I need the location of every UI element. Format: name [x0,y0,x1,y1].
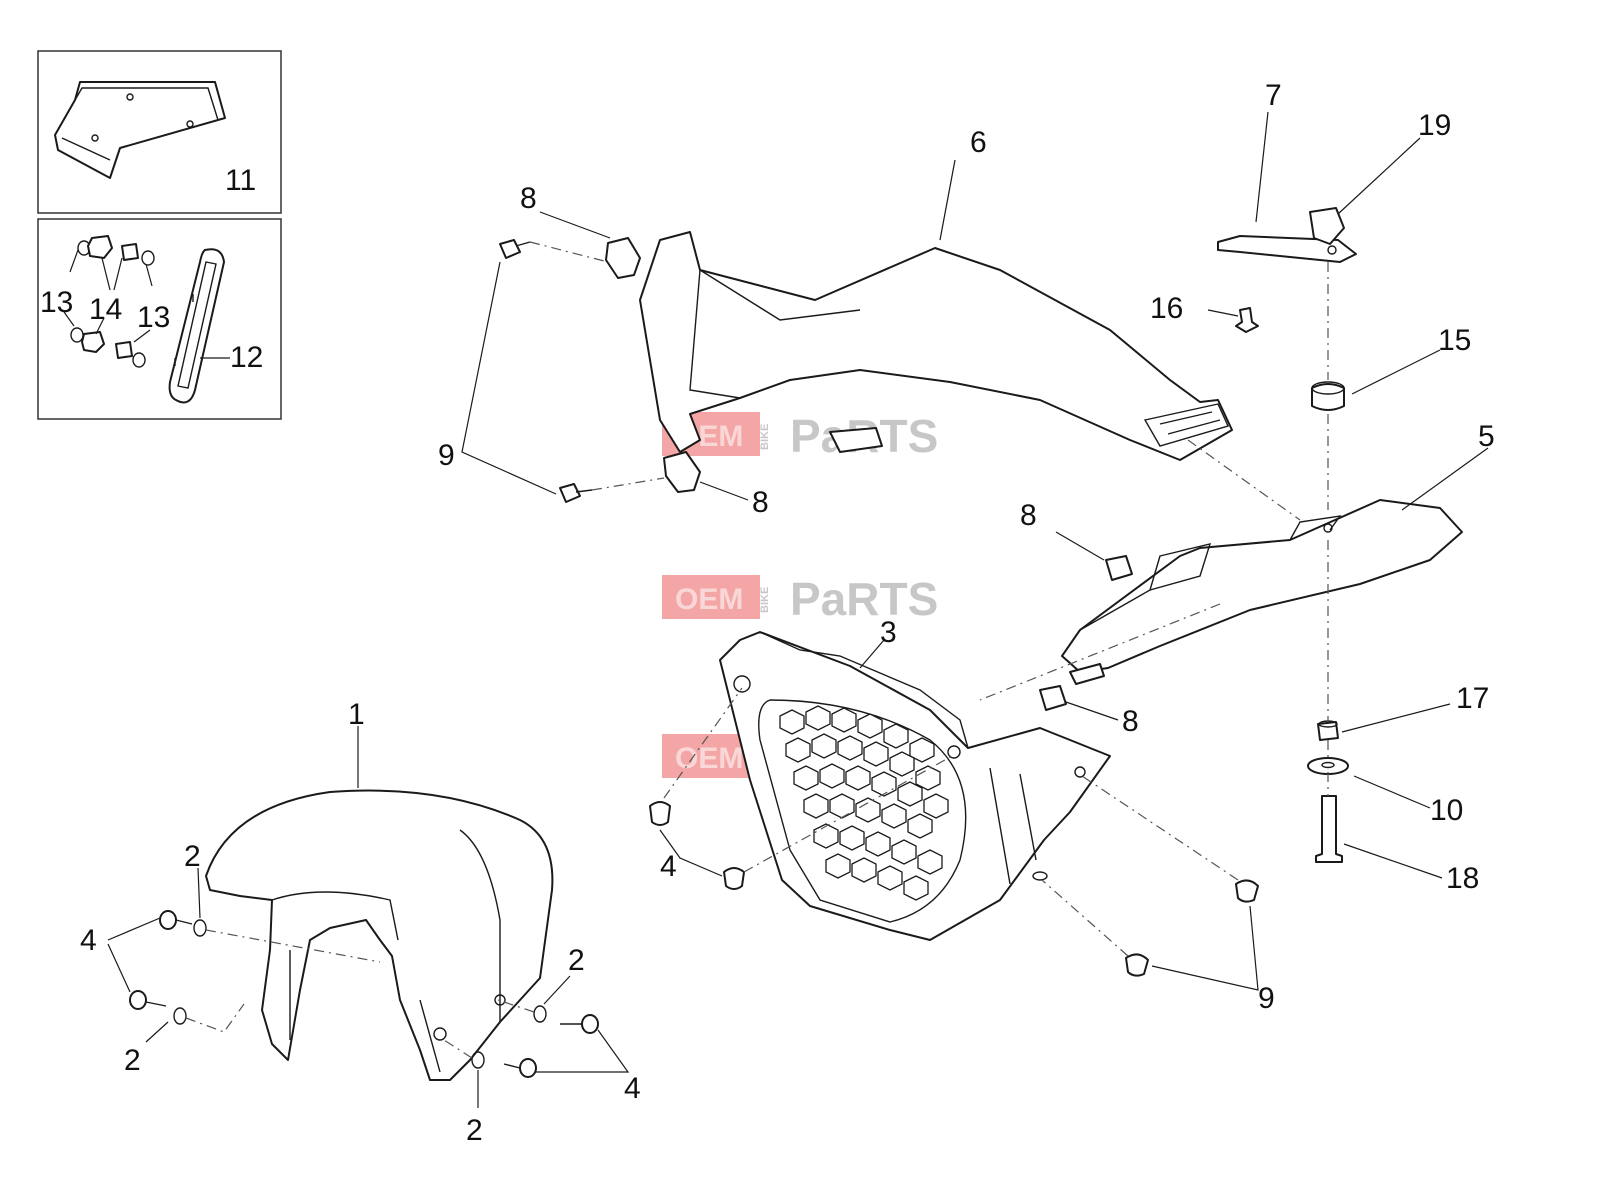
inset-box-part-11: 11 [37,50,282,214]
callout-4-right: 4 [624,1072,641,1105]
callout-8-c: 8 [1020,499,1037,532]
callout-6: 6 [970,126,987,159]
part-7-bracket: 7 [1217,79,1357,263]
screw-4-mudguard-left-lower [129,990,245,1033]
callout-8-d: 8 [1122,705,1139,738]
callout-19: 19 [1418,109,1451,142]
callout-11: 11 [225,164,256,197]
watermark: OEM BIKE PaRTS [662,410,938,462]
svg-text:BIKE: BIKE [759,587,771,613]
screw-9-grille-lower [1041,879,1149,977]
callout-9-b: 9 [1258,982,1275,1015]
screw-9-upper [499,239,609,263]
screw-4-grille-upper [649,687,743,826]
callout-13-left: 13 [40,286,73,319]
part-15-spacer: 15 [1311,324,1471,411]
callout-12: 12 [230,341,263,374]
svg-text:PaRTS: PaRTS [790,573,938,625]
clip-nut-8-right-upper: 8 [1020,499,1133,581]
part-3-front-grille: 3 [719,616,1111,941]
part-1-front-mudguard: 1 [205,698,554,1081]
part-10-washer: 10 [1307,757,1463,827]
callout-4-grille: 4 [660,850,677,883]
clip-nut-8-upper: 8 [520,182,641,279]
callout-7: 7 [1265,79,1282,112]
screw-4-mudguard-left-upper [159,910,381,963]
part-17-bushing: 17 [1317,682,1489,741]
callout-10: 10 [1430,794,1463,827]
callout-16: 16 [1150,292,1183,325]
svg-text:OEM: OEM [675,583,743,616]
svg-text:BIKE: BIKE [759,424,771,450]
screw-9-grille-right [1081,775,1259,903]
callout-1: 1 [348,698,365,731]
inset-box-parts-12-14: 13 14 13 12 [37,218,282,420]
callout-5: 5 [1478,420,1495,453]
callout-2-b: 2 [124,1044,141,1077]
svg-text:OEM: OEM [675,742,743,775]
callout-15: 15 [1438,324,1471,357]
clip-nut-8-right-lower: 8 [1039,663,1139,738]
callout-2-a: 2 [184,840,201,873]
screw-4-grille-lower [723,755,953,890]
part-16-pin: 16 [1150,292,1259,333]
watermark: OEM BIKE PaRTS [662,573,938,625]
callout-17: 17 [1456,682,1489,715]
callout-2-d: 2 [466,1114,483,1147]
callout-18: 18 [1446,862,1479,895]
grille-honeycomb [779,705,949,901]
callout-3: 3 [880,616,897,649]
screw-4-mudguard-right-upper [497,999,599,1034]
callout-13-right: 13 [137,301,170,334]
part-19-clip-nut: 19 [1309,109,1451,245]
screw-4-mudguard-right-lower [443,1039,537,1078]
callout-8-b: 8 [752,486,769,519]
callout-4-left: 4 [80,924,97,957]
callout-8-a: 8 [520,182,537,215]
part-6-inner-panel: 6 [639,126,1233,461]
clip-nut-8-lower: 8 [663,451,769,519]
screw-9-lower [559,477,665,503]
callout-14: 14 [89,293,122,326]
callout-2-c: 2 [568,944,585,977]
callout-9-a: 9 [438,439,455,472]
part-18-pin: 18 [1315,795,1479,895]
part-5-side-fairing: 5 [1061,420,1495,673]
